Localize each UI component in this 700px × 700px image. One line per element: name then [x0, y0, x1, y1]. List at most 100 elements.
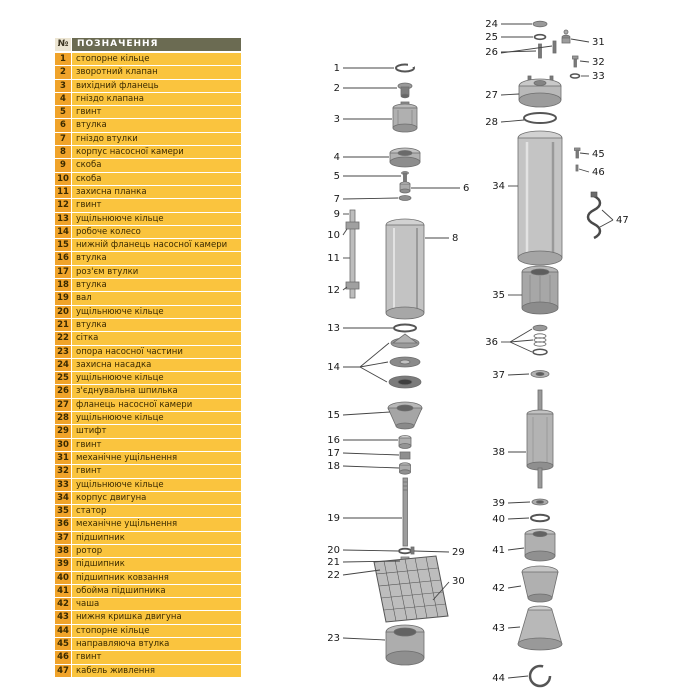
part-number: 12	[55, 199, 71, 212]
part-bearing-39	[531, 498, 549, 506]
part-bushing-coupling	[399, 451, 411, 460]
part-name: втулка	[72, 252, 241, 265]
part-name: стопорне кільце	[72, 53, 241, 66]
part-number: 23	[55, 345, 71, 358]
part-name: стопорне кільце	[72, 624, 241, 638]
part-number: 26	[55, 385, 71, 398]
part-name: вал	[72, 292, 241, 305]
leader-line-28	[500, 119, 525, 123]
part-name: втулка	[72, 119, 241, 132]
part-label-16: 16	[327, 435, 340, 446]
part-number: 6	[55, 119, 71, 132]
part-number: 45	[55, 638, 71, 651]
part-number: 33	[55, 478, 71, 491]
part-number: 41	[55, 584, 71, 598]
part-name: з'єднувальна шпилька	[72, 385, 241, 398]
part-lower-flange	[387, 401, 423, 430]
part-number: 29	[55, 425, 71, 438]
leader-line-27	[500, 93, 520, 96]
part-name: скоба	[72, 172, 241, 185]
part-screw-32	[572, 55, 579, 68]
part-label-34: 34	[492, 181, 505, 192]
pump-exploded-view: 1234567891011121314151617181920212223293…	[327, 62, 469, 666]
part-screw-45	[574, 147, 581, 159]
part-name: зворотний клапан	[72, 66, 241, 79]
leader-line-14	[359, 361, 389, 368]
leader-line-42	[507, 585, 522, 589]
part-pump-housing	[385, 218, 425, 320]
part-bushing-16	[398, 435, 412, 449]
part-number: 10	[55, 172, 71, 185]
part-impeller-stack	[388, 333, 422, 389]
part-number: 1	[55, 53, 71, 66]
part-seal-ring-13	[393, 323, 417, 333]
part-label-7: 7	[334, 194, 340, 205]
part-connecting-stud	[538, 40, 557, 59]
part-label-41: 41	[492, 545, 505, 556]
part-label-39: 39	[492, 498, 505, 509]
part-label-45: 45	[592, 149, 605, 160]
part-label-28: 28	[485, 117, 498, 128]
part-name: направляюча втулка	[72, 638, 241, 651]
part-label-47: 47	[616, 215, 629, 226]
part-label-33: 33	[592, 71, 605, 82]
part-label-29: 29	[452, 547, 465, 558]
part-name: ущільнююче кільце	[72, 212, 241, 225]
leader-line-40	[507, 517, 530, 520]
part-cup	[521, 565, 559, 603]
part-label-20: 20	[327, 545, 340, 556]
part-bearing-holder	[524, 528, 556, 562]
part-number: 17	[55, 265, 71, 279]
part-name: гвинт	[72, 651, 241, 664]
part-number: 40	[55, 571, 71, 584]
part-snap-ring-top	[395, 62, 415, 73]
table-header-number: №	[55, 38, 71, 51]
part-number: 34	[55, 491, 71, 505]
part-bushing-seat	[398, 195, 412, 201]
part-name: механічне ущільнення	[72, 518, 241, 531]
table-header-name: ПОЗНАЧЕННЯ	[72, 38, 241, 51]
leader-line-23	[342, 637, 386, 641]
leader-line-20	[342, 549, 399, 552]
pump-labels: 1234567891011121314151617181920212223293…	[327, 63, 469, 644]
part-mech-seal-stack	[532, 324, 548, 356]
part-label-17: 17	[327, 448, 340, 459]
leader-line-43	[507, 626, 521, 629]
part-label-26: 26	[485, 47, 498, 58]
part-number: 16	[55, 252, 71, 265]
part-number: 9	[55, 159, 71, 172]
part-number: 11	[55, 185, 71, 199]
part-label-27: 27	[485, 90, 498, 101]
part-name: кабель живлення	[72, 664, 241, 677]
part-name: захисна планка	[72, 185, 241, 199]
part-output-flange	[392, 101, 418, 133]
part-name: гвинт	[72, 438, 241, 451]
part-label-23: 23	[327, 633, 340, 644]
part-number: 27	[55, 398, 71, 412]
part-seal-ring-25	[533, 33, 547, 41]
leader-line-31	[570, 38, 590, 43]
exploded-view-diagram: 1234567891011121314151617181920212223293…	[327, 19, 629, 688]
part-name: вихідний фланець	[72, 79, 241, 92]
part-label-9: 9	[334, 209, 340, 220]
part-bracket-strip	[345, 209, 360, 299]
leader-line-37	[507, 373, 530, 376]
